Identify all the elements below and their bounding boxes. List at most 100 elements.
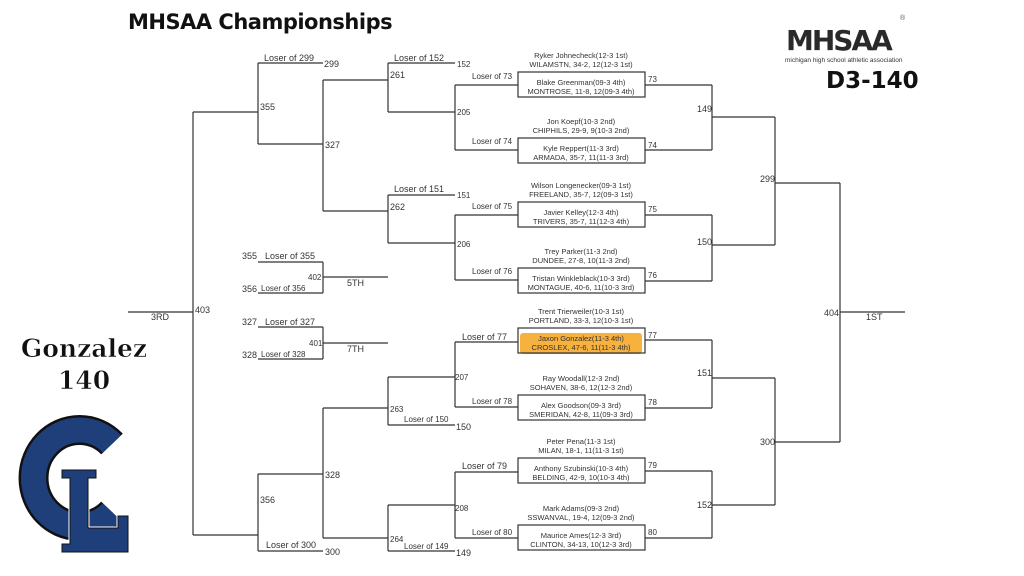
top-wrestler-name: Trey Parker(11-3 2nd) bbox=[545, 247, 618, 256]
seed-299: 299 bbox=[324, 59, 339, 69]
seed-150: 150 bbox=[456, 422, 471, 432]
top-wrestler-school: SOHAVEN, 38-6, 12(12-3 2nd) bbox=[530, 383, 633, 392]
seventh-bottom-num: 328 bbox=[242, 350, 257, 360]
bottom-wrestler-name: Tristan Winkleblack(10-3 3rd) bbox=[532, 274, 630, 283]
match-number: 74 bbox=[648, 141, 657, 150]
seed-152: 152 bbox=[457, 60, 471, 69]
match-box bbox=[517, 201, 646, 228]
match-300: 300 bbox=[760, 437, 775, 447]
fifth-bottom-num: 356 bbox=[242, 284, 257, 294]
match-75: Wilson Longenecker(09-3 1st)FREELAND, 35… bbox=[517, 181, 657, 228]
bottom-wrestler-school: MONTROSE, 11-8, 12(09-3 4th) bbox=[528, 87, 635, 96]
top-wrestler-name: Jon Koepf(10-3 2nd) bbox=[547, 117, 616, 126]
seed-300: 300 bbox=[325, 547, 340, 557]
seed-149: 149 bbox=[456, 548, 471, 558]
loser-of-150-label: Loser of 150 bbox=[404, 415, 449, 424]
seventh-place-label: 7TH bbox=[347, 344, 364, 354]
top-wrestler-school: DUNDEE, 27-8, 10(11-3 2nd) bbox=[532, 256, 630, 265]
match-box bbox=[517, 457, 646, 484]
match-207: 207 bbox=[455, 373, 469, 382]
page-title: MHSAA Championships bbox=[128, 10, 392, 34]
school-logo bbox=[18, 415, 130, 554]
bottom-wrestler-school: SMERIDAN, 42-8, 11(09-3 3rd) bbox=[529, 410, 633, 419]
fifth-top-num: 355 bbox=[242, 251, 257, 261]
match-355: 355 bbox=[260, 102, 275, 112]
loser-of-78-label: Loser of 78 bbox=[472, 397, 513, 406]
match-79: Peter Pena(11-3 1st)MILAN, 18-1, 11(11-3… bbox=[517, 437, 657, 484]
bottom-wrestler-name: Blake Greenman(09-3 4th) bbox=[537, 78, 626, 87]
top-wrestler-name: Mark Adams(09-3 2nd) bbox=[543, 504, 620, 513]
loser-of-149-label: Loser of 149 bbox=[404, 542, 449, 551]
bottom-wrestler-name: Kyle Reppert(11-3 3rd) bbox=[543, 144, 619, 153]
bracket-lines bbox=[128, 62, 905, 552]
match-208: 208 bbox=[455, 504, 469, 513]
match-78: Ray Woodall(12-3 2nd)SOHAVEN, 38-6, 12(1… bbox=[517, 374, 657, 421]
bottom-wrestler-name: Maurice Ames(12-3 3rd) bbox=[541, 531, 622, 540]
mhsaa-logo-subtitle: michigan high school athletic associatio… bbox=[785, 57, 903, 64]
fifth-bottom-label: Loser of 356 bbox=[261, 284, 306, 293]
match-403: 403 bbox=[195, 305, 210, 315]
loser-of-299-label: Loser of 299 bbox=[264, 53, 314, 63]
bottom-wrestler-school: BELDING, 42-9, 10(10-3 4th) bbox=[532, 473, 630, 482]
match-80: Mark Adams(09-3 2nd)SSWANVAL, 19-4, 12(0… bbox=[517, 504, 657, 551]
match-number: 80 bbox=[648, 528, 657, 537]
match-327: 327 bbox=[325, 140, 340, 150]
bottom-wrestler-name: Jaxon Gonzalez(11-3 4th) bbox=[538, 334, 624, 343]
top-wrestler-name: Ryker Johnecheck(12-3 1st) bbox=[534, 51, 628, 60]
seventh-top-num: 327 bbox=[242, 317, 257, 327]
top-wrestler-school: PORTLAND, 33-3, 12(10-3 1st) bbox=[529, 316, 634, 325]
match-boxes: Ryker Johnecheck(12-3 1st)WILAMSTN, 34-2… bbox=[517, 51, 657, 551]
match-box bbox=[517, 267, 646, 294]
school-logo-l-outline bbox=[61, 469, 129, 553]
loser-of-80-label: Loser of 80 bbox=[472, 528, 513, 537]
loser-of-74-label: Loser of 74 bbox=[472, 137, 513, 146]
loser-of-79-label: Loser of 79 bbox=[462, 461, 507, 471]
match-box bbox=[517, 524, 646, 551]
wrestler-weight: 140 bbox=[58, 366, 110, 395]
match-number: 76 bbox=[648, 271, 657, 280]
registered-mark: ® bbox=[900, 14, 906, 22]
mhsaa-logo-text: MHSAA bbox=[786, 24, 893, 57]
fifth-place-label: 5TH bbox=[347, 278, 364, 288]
match-number: 77 bbox=[648, 331, 657, 340]
match-205: 205 bbox=[457, 108, 471, 117]
wrestler-name: Gonzalez bbox=[21, 334, 147, 363]
loser-of-73-label: Loser of 73 bbox=[472, 72, 513, 81]
highlight-marker bbox=[520, 333, 642, 354]
seed-151: 151 bbox=[457, 191, 471, 200]
match-number: 79 bbox=[648, 461, 657, 470]
bottom-wrestler-school: CROSLEX, 47-6, 11(11-3 4th) bbox=[532, 343, 631, 352]
match-number: 73 bbox=[648, 75, 657, 84]
bottom-wrestler-school: MONTAGUE, 40-6, 11(10-3 3rd) bbox=[528, 283, 635, 292]
match-262: 262 bbox=[390, 202, 405, 212]
match-261: 261 bbox=[390, 70, 405, 80]
match-number: 75 bbox=[648, 205, 657, 214]
match-328: 328 bbox=[325, 470, 340, 480]
bottom-wrestler-school: ARMADA, 35-7, 11(11-3 3rd) bbox=[533, 153, 629, 162]
match-356: 356 bbox=[260, 495, 275, 505]
top-wrestler-school: WILAMSTN, 34-2, 12(12-3 1st) bbox=[529, 60, 633, 69]
loser-of-152-label: Loser of 152 bbox=[394, 53, 444, 63]
match-77: Trent Trierweiler(10-3 1st)PORTLAND, 33-… bbox=[517, 307, 657, 354]
top-wrestler-school: FREELAND, 35-7, 12(09-3 1st) bbox=[529, 190, 633, 199]
match-149: 149 bbox=[697, 104, 712, 114]
bottom-wrestler-name: Anthony Szubinski(10-3 4th) bbox=[534, 464, 629, 473]
match-150: 150 bbox=[697, 237, 712, 247]
seventh-top-label: Loser of 327 bbox=[265, 317, 315, 327]
top-wrestler-name: Trent Trierweiler(10-3 1st) bbox=[538, 307, 624, 316]
match-73: Ryker Johnecheck(12-3 1st)WILAMSTN, 34-2… bbox=[517, 51, 657, 98]
top-wrestler-school: MILAN, 18-1, 11(11-3 1st) bbox=[538, 446, 624, 455]
match-box bbox=[517, 394, 646, 421]
bracket-code: D3-140 bbox=[826, 68, 919, 94]
match-263: 263 bbox=[390, 405, 404, 414]
match-152: 152 bbox=[697, 500, 712, 510]
top-wrestler-school: CHIPHILS, 29-9, 9(10-3 2nd) bbox=[533, 126, 630, 135]
top-wrestler-name: Wilson Longenecker(09-3 1st) bbox=[531, 181, 632, 190]
match-206: 206 bbox=[457, 240, 471, 249]
match-box bbox=[517, 137, 646, 164]
top-wrestler-name: Ray Woodall(12-3 2nd) bbox=[543, 374, 620, 383]
loser-of-151-label: Loser of 151 bbox=[394, 184, 444, 194]
match-number: 78 bbox=[648, 398, 657, 407]
match-404: 404 bbox=[824, 308, 839, 318]
